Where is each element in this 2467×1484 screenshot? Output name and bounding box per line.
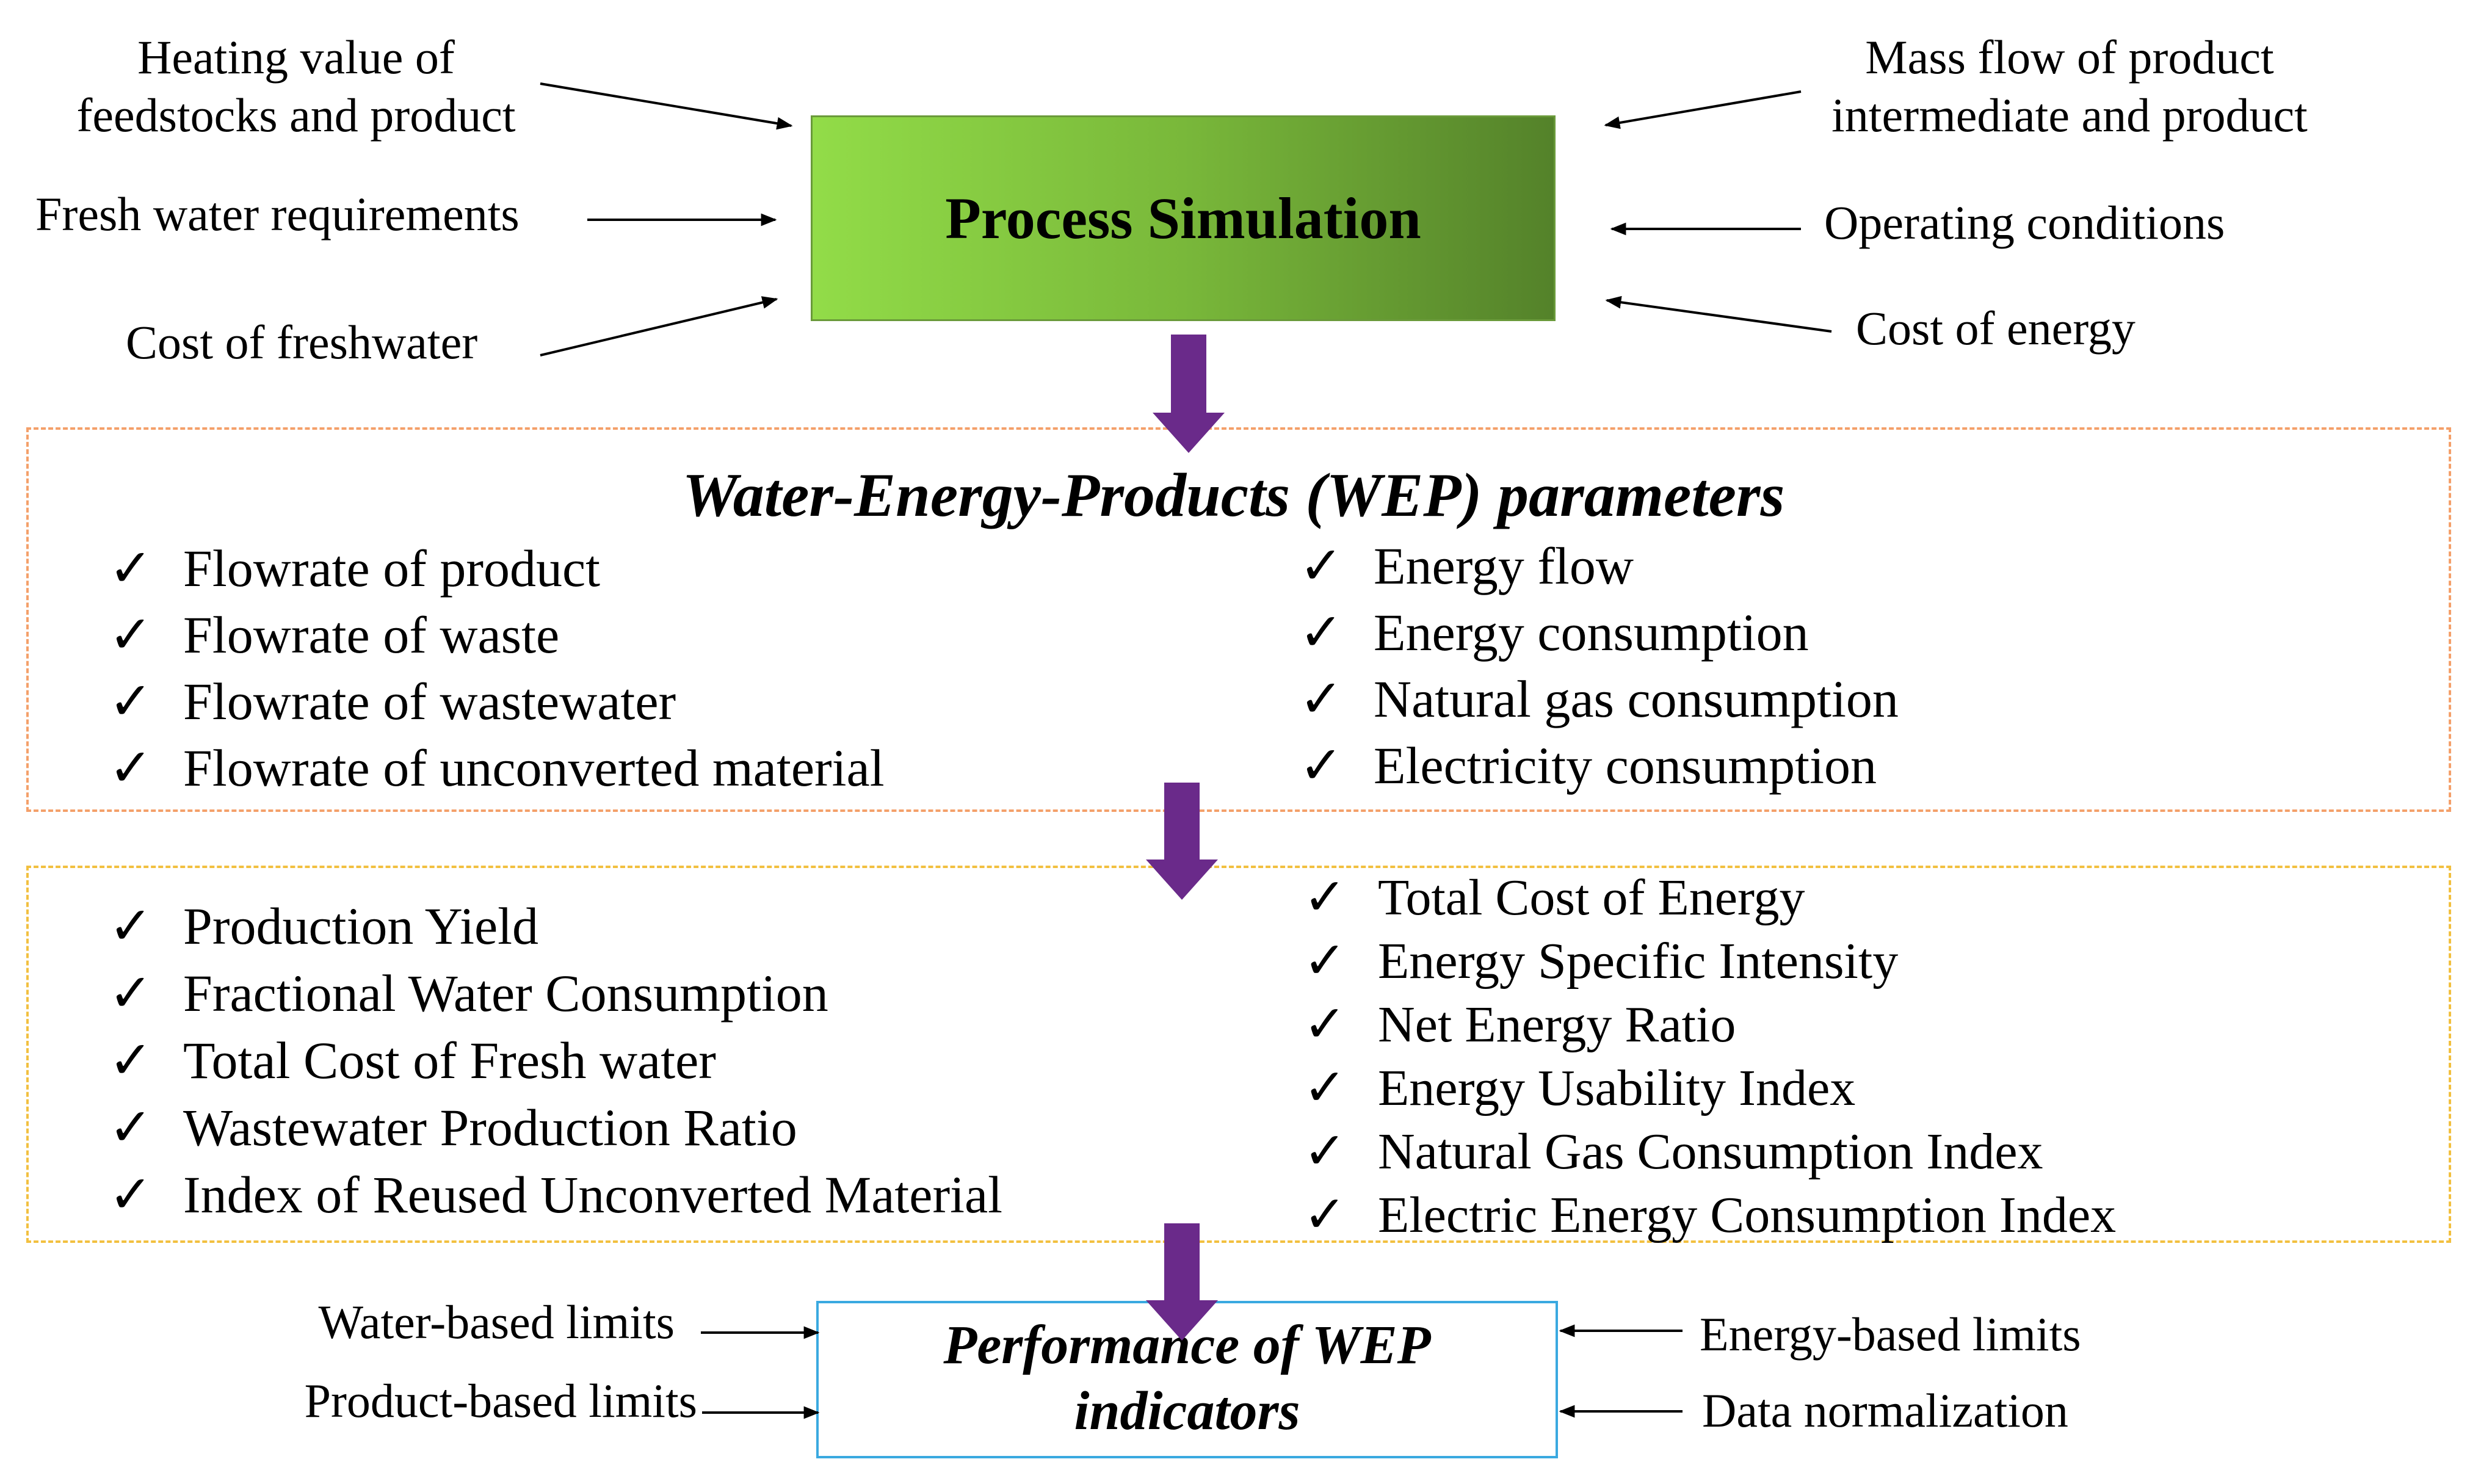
check-icon: ✓: [109, 672, 153, 731]
input-product-based-limits: Product-based limits: [304, 1374, 697, 1427]
flow-arrow-2: [1146, 783, 1218, 900]
check-icon: ✓: [1303, 933, 1347, 990]
check-icon: ✓: [109, 606, 153, 664]
arrow-cost-freshwater: [540, 296, 778, 357]
input-energy-based-limits: Energy-based limits: [1700, 1308, 2081, 1361]
input-water-based-limits: Water-based limits: [318, 1295, 675, 1348]
wep-parameters-box: [26, 427, 2451, 812]
check-icon: ✓: [1303, 1123, 1347, 1180]
check-icon: ✓: [1299, 736, 1344, 795]
input-cost-of-freshwater: Cost of freshwater: [126, 316, 478, 369]
check-icon: ✓: [109, 1165, 153, 1224]
input-heating-value: Heating value of feedstocks and product: [76, 31, 516, 142]
input-operating-conditions: Operating conditions: [1824, 196, 2225, 249]
check-icon: ✓: [109, 1098, 153, 1157]
input-mass-flow: Mass flow of product intermediate and pr…: [1831, 31, 2308, 142]
input-cost-of-energy: Cost of energy: [1856, 302, 2136, 355]
arrow-heating-value: [540, 82, 793, 130]
process-simulation-box: Process Simulation: [811, 115, 1556, 321]
check-icon: ✓: [1299, 603, 1344, 662]
process-simulation-label: Process Simulation: [945, 186, 1421, 251]
check-icon: ✓: [1299, 537, 1344, 595]
check-icon: ✓: [1303, 1060, 1347, 1117]
flow-arrow-1: [1153, 335, 1225, 453]
check-icon: ✓: [1303, 1187, 1347, 1243]
wep-parameters-title: Water-Energy-Products (WEP) parameters: [682, 461, 1785, 530]
check-icon: ✓: [109, 897, 153, 955]
arrow-cost-energy: [1605, 295, 1832, 333]
input-data-normalization: Data normalization: [1702, 1384, 2068, 1437]
check-icon: ✓: [109, 539, 153, 598]
check-icon: ✓: [109, 1031, 153, 1090]
input-fresh-water-requirements: Fresh water requirements: [35, 187, 520, 241]
check-icon: ✓: [1303, 869, 1347, 926]
check-icon: ✓: [1303, 996, 1347, 1053]
flow-arrow-3: [1146, 1223, 1218, 1341]
check-icon: ✓: [109, 739, 153, 797]
wep-indicators-box: [26, 866, 2451, 1243]
check-icon: ✓: [109, 964, 153, 1023]
arrow-mass-flow: [1604, 90, 1802, 129]
check-icon: ✓: [1299, 670, 1344, 728]
